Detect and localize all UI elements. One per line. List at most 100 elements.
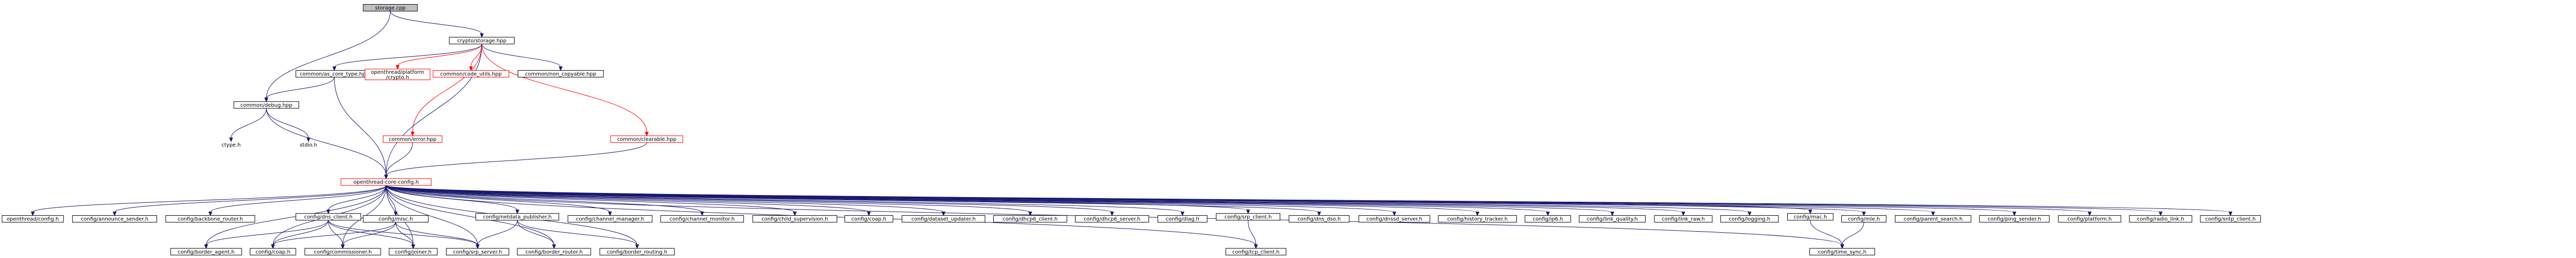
node-commissioner[interactable]: config/commissioner.h	[304, 248, 381, 255]
node-box-srp_client	[1216, 213, 1280, 221]
node-radio_link[interactable]: config/radio_link.h	[2129, 215, 2193, 223]
node-backbone[interactable]: config/backbone_router.h	[165, 215, 256, 223]
edge-core_config-to-child_sup	[385, 185, 795, 213]
node-box-non_copyable	[517, 70, 604, 78]
edge-misc-to-srp_server	[395, 222, 478, 246]
arrowhead-core_config-to-ot_config	[30, 212, 35, 216]
node-platform[interactable]: config/platform.h	[2058, 215, 2122, 223]
arrowhead-srp_client-to-tcp_client	[1253, 244, 1258, 249]
node-tcp_client[interactable]: config/tcp_client.h	[1225, 248, 1286, 255]
node-link_raw[interactable]: config/link_raw.h	[1654, 215, 1713, 223]
node-label-platform: config/platform.h	[2067, 217, 2112, 222]
node-coap[interactable]: config/coap.h	[249, 248, 296, 255]
node-as_core_type[interactable]: common/as_core_type.hpp	[295, 70, 374, 78]
node-netdata_pub[interactable]: config/netdata_publisher.h	[476, 213, 560, 221]
edge-netdata_pub-to-border_router	[517, 220, 554, 246]
node-logging[interactable]: config/logging.h	[1720, 215, 1779, 223]
arrowhead-core_config-to-misc	[394, 212, 398, 216]
node-label-srp_server: config/srp_server.h	[453, 249, 502, 255]
arrowhead-debug_hpp-to-ctype	[229, 137, 233, 142]
node-box-srp_server	[446, 248, 510, 255]
node-ot_config[interactable]: openthread/config.h	[2, 215, 64, 223]
node-sntp_client[interactable]: config/sntp_client.h	[2200, 215, 2261, 223]
node-label-root: storage.cpp	[375, 6, 405, 11]
node-ip6[interactable]: config/ip6.h	[1524, 215, 1571, 223]
node-box-diag	[1157, 215, 1208, 223]
edge-core_config-to-dhcp6_server	[385, 185, 1112, 213]
node-error_hpp[interactable]: common/error.hpp	[383, 135, 443, 143]
node-box-parent_search	[1895, 215, 1972, 223]
node-dhcp6_server[interactable]: config/dhcp6_server.h	[1075, 215, 1149, 223]
node-joiner[interactable]: config/joiner.h	[388, 248, 438, 255]
node-child_sup[interactable]: config/child_supervision.h	[752, 215, 838, 223]
node-misc[interactable]: config/misc.h	[363, 215, 429, 223]
node-dhcp6_client[interactable]: config/dhcp6_client.h	[993, 215, 1067, 223]
node-border_agent[interactable]: config/border_agent.h	[170, 248, 242, 255]
node-dns_dso[interactable]: config/dns_dso.h	[1289, 215, 1350, 223]
node-label-core_config: openthread-core-config.h	[353, 180, 419, 185]
node-coap_cfg[interactable]: config/coap.h	[844, 215, 893, 223]
arrowhead-core_config-to-logging	[1748, 212, 1752, 216]
node-border_routing[interactable]: config/border_routing.h	[599, 248, 675, 255]
node-mle[interactable]: config/mle.h	[1841, 215, 1887, 223]
node-storage_hpp[interactable]: crypto/storage.hpp	[449, 37, 515, 44]
arrowhead-core_config-to-mac	[1808, 209, 1812, 214]
node-code_utils[interactable]: common/code_utils.hpp	[433, 70, 510, 78]
node-box-history	[1438, 215, 1517, 223]
node-diag[interactable]: config/diag.h	[1157, 215, 1208, 223]
node-parent_search[interactable]: config/parent_search.h	[1895, 215, 1972, 223]
arrowhead-storage_hpp-to-ot_crypto	[395, 65, 400, 70]
edge-error_hpp-to-core_config	[385, 142, 413, 176]
edge-as_core_type-to-debug_hpp	[266, 77, 335, 99]
node-core_config[interactable]: openthread-core-config.h	[341, 178, 432, 186]
edge-core_config-to-logging	[385, 185, 1750, 213]
node-dns[interactable]: config/dns_client.h	[295, 213, 361, 221]
edge-dns-to-srp_server	[328, 220, 478, 246]
edge-core_config-to-ping_sender	[385, 185, 2015, 213]
node-box-coap	[249, 248, 296, 255]
node-label-coap_cfg: config/coap.h	[852, 217, 887, 222]
edge-dns-to-coap	[273, 220, 329, 246]
node-box-commissioner	[304, 248, 381, 255]
node-channel_mgr[interactable]: config/channel_manager.h	[567, 215, 653, 223]
arrowhead-netdata_pub-to-srp_server	[476, 244, 480, 249]
arrowhead-core_config-to-dataset_upd	[941, 212, 946, 216]
node-mac[interactable]: config/mac.h	[1787, 213, 1834, 221]
node-link_quality[interactable]: config/link_quality.h	[1579, 215, 1646, 223]
arrowhead-netdata_pub-to-border_router	[552, 244, 556, 249]
node-label-border_router: config/border_router.h	[526, 249, 583, 255]
edge-core_config-to-dataset_upd	[385, 185, 944, 213]
node-channel_mon[interactable]: config/channel_monitor.h	[660, 215, 744, 223]
node-box-error_hpp	[383, 135, 443, 143]
arrowhead-core_config-to-platform	[2088, 212, 2092, 216]
node-srp_server[interactable]: config/srp_server.h	[446, 248, 510, 255]
node-label-clearable: common/clearable.hpp	[617, 137, 676, 142]
edge-storage_hpp-to-clearable	[481, 44, 647, 133]
node-srp_client[interactable]: config/srp_client.h	[1216, 213, 1280, 221]
node-label-srp_client: config/srp_client.h	[1225, 215, 1272, 220]
node-dnssd[interactable]: config/dnssd_server.h	[1359, 215, 1430, 223]
node-label-error_hpp: common/error.hpp	[389, 137, 436, 142]
node-dataset_upd[interactable]: config/dataset_updater.h	[902, 215, 986, 223]
node-time_sync[interactable]: config/time_sync.h	[1809, 248, 1875, 255]
edge-clearable-to-core_config	[385, 142, 647, 176]
node-label-netdata_pub: config/netdata_publisher.h	[483, 215, 552, 220]
arrowhead-storage_hpp-to-non_copyable	[558, 66, 563, 71]
node-label-misc: config/misc.h	[379, 217, 413, 222]
node-label-ot_crypto: openthread/platform	[371, 70, 425, 75]
node-box-dhcp6_server	[1075, 215, 1149, 223]
node-ping_sender[interactable]: config/ping_sender.h	[1979, 215, 2050, 223]
node-history[interactable]: config/history_tracker.h	[1438, 215, 1517, 223]
node-box-tcp_client	[1225, 248, 1286, 255]
node-non_copyable[interactable]: common/non_copyable.hpp	[517, 70, 604, 78]
node-root[interactable]: storage.cpp	[363, 4, 418, 12]
node-ctype: ctype.h	[222, 142, 241, 148]
node-ot_crypto[interactable]: openthread/platform/crypto.h	[365, 69, 431, 80]
node-announce[interactable]: config/announce_sender.h	[72, 215, 157, 223]
node-border_router[interactable]: config/border_router.h	[517, 248, 591, 255]
edge-core_config-to-announce	[114, 185, 386, 213]
node-debug_hpp[interactable]: common/debug.hpp	[233, 101, 299, 109]
edge-storage_hpp-to-ot_crypto	[397, 44, 482, 67]
node-clearable[interactable]: common/clearable.hpp	[610, 135, 683, 143]
node-box-coap_cfg	[844, 215, 893, 223]
